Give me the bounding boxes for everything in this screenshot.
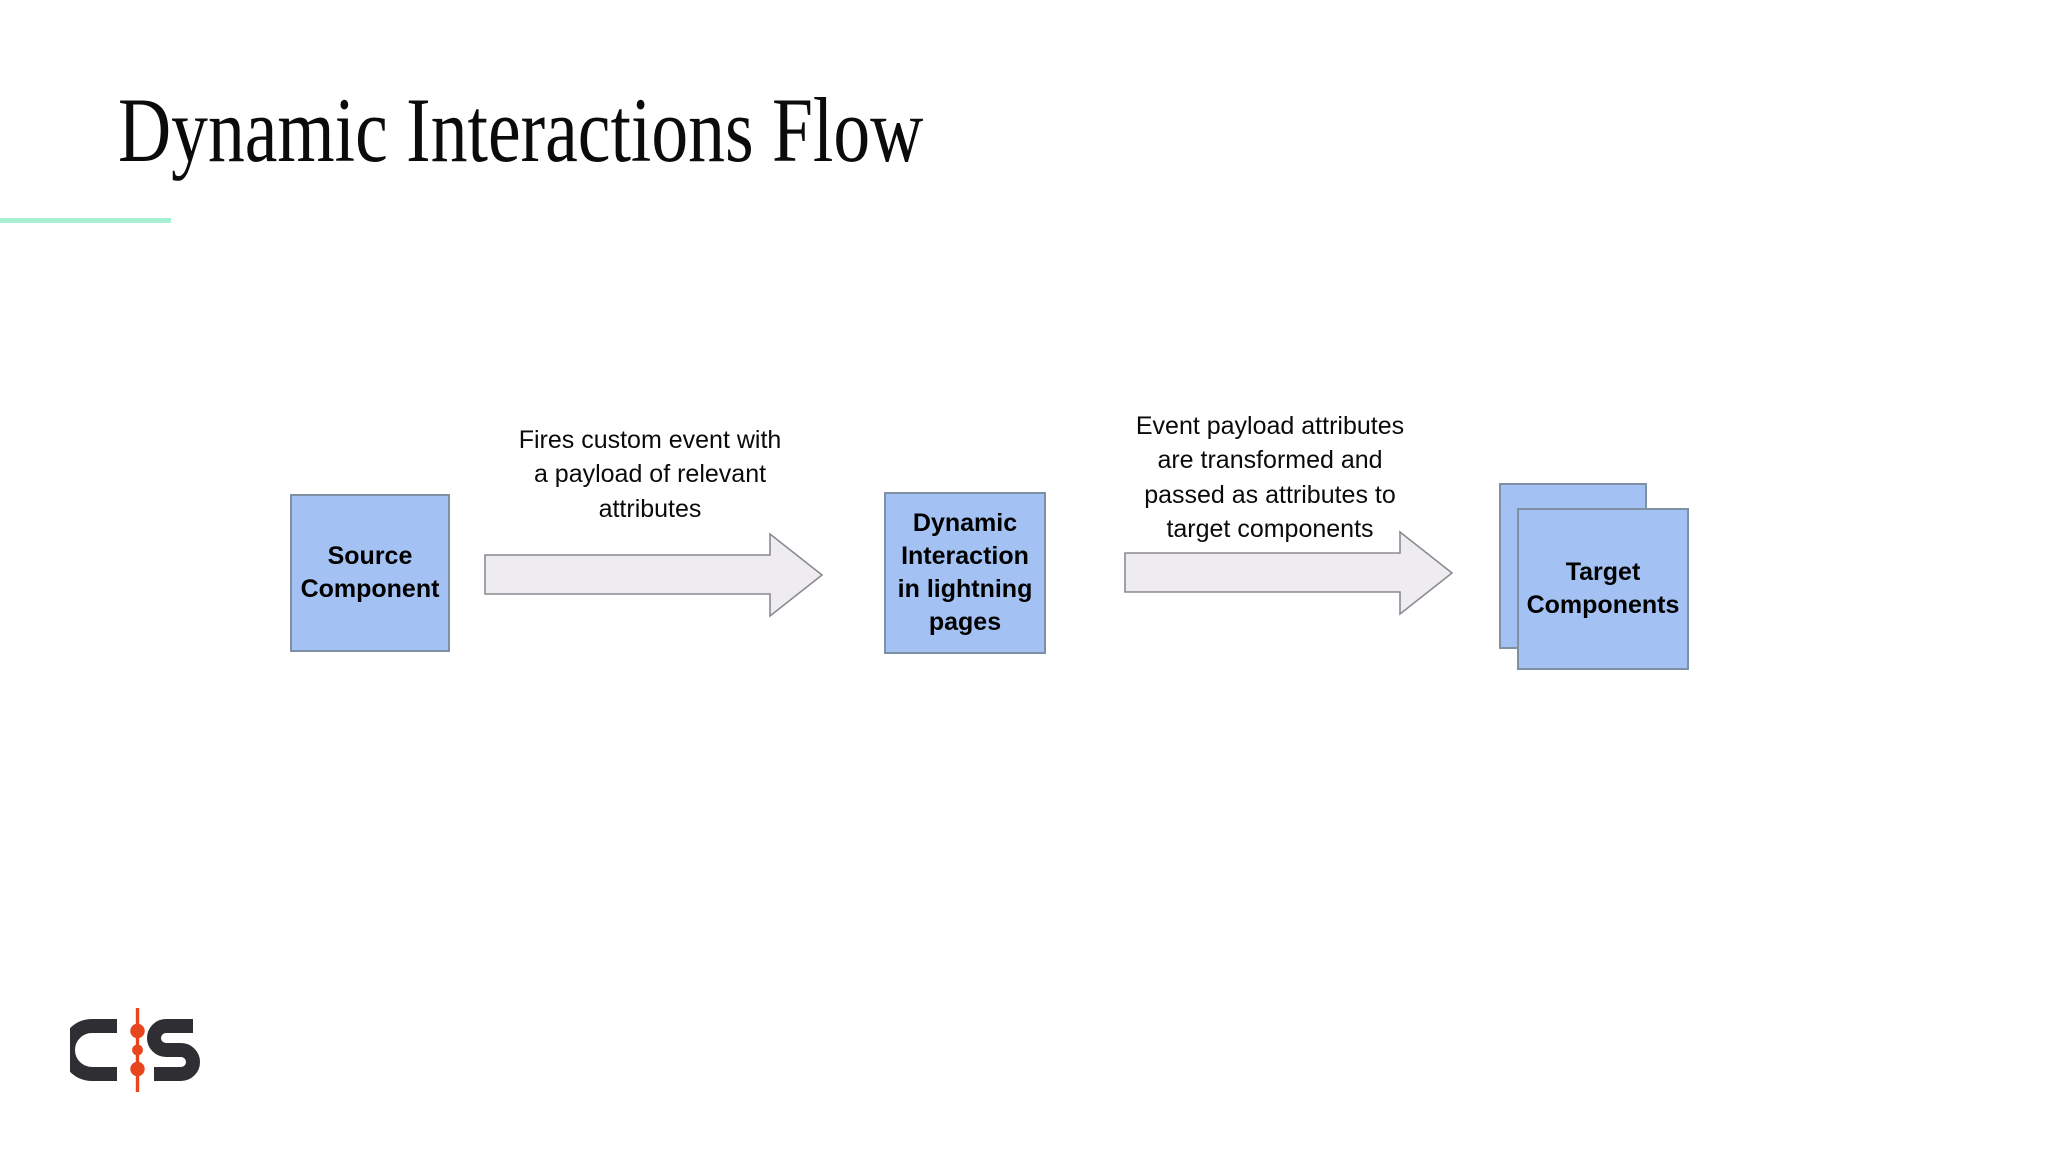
arrow-label-line: are transformed and	[1157, 446, 1383, 475]
arrow-label-line: a payload of relevant	[533, 460, 767, 489]
arrow-label-line: Event payload attributes	[1135, 412, 1405, 440]
arrow-label-line: Fires custom event with	[518, 426, 782, 454]
title-accent-rule	[0, 218, 171, 223]
arrow-label-fires-custom-event: Fires custom event with a payload of rel…	[500, 423, 800, 526]
right-arrow-icon	[1124, 528, 1454, 618]
page-title: Dynamic Interactions Flow	[118, 79, 924, 181]
arrow-label-line: target components	[1166, 514, 1374, 543]
arrow-label-line: passed as attributes to	[1144, 480, 1396, 509]
arrow-label-event-payload: Event payload attributes are transformed…	[1130, 409, 1410, 546]
arrow-label-line: attributes	[598, 494, 702, 523]
company-logo	[70, 1005, 205, 1105]
right-arrow-icon	[484, 530, 824, 620]
